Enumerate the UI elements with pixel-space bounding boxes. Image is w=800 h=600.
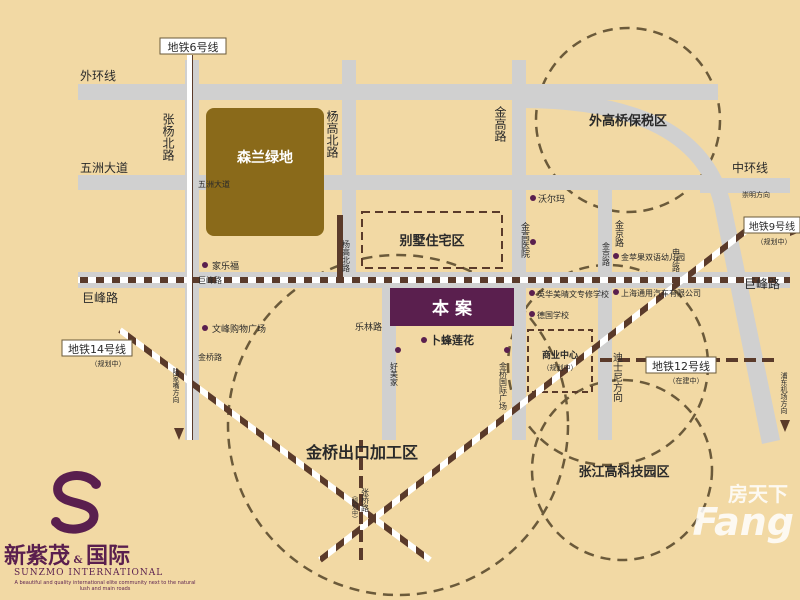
label-line14-note: （规划中） <box>91 359 126 368</box>
station-wuzhou: 五洲大道 <box>198 179 230 189</box>
station-jinjing: 金京路 <box>602 241 611 266</box>
brand-logo: 新紫茂 & 国际 SUNZMO INTERNATIONAL A beautifu… <box>4 470 204 595</box>
poi-yinghua: 英华美晴文专修学校 <box>537 289 609 299</box>
poi-jinping: 金苹果双语幼儿园 <box>621 252 685 262</box>
station-jinqiao: 金桥路 <box>198 352 222 362</box>
road-jufeng-right-label: 巨峰路 <box>744 276 780 291</box>
poi-jiale: 家乐福 <box>212 260 239 272</box>
commerce-note: （规划中） <box>543 363 578 372</box>
zhangjiang-circle <box>530 378 714 562</box>
station-zhangqiao-note: （规划中） <box>351 492 358 522</box>
project-label: 本 案 <box>432 298 473 319</box>
road-middle-ring <box>520 92 780 444</box>
label-line6: 地铁6号线 <box>168 40 219 54</box>
road-yanggao <box>342 60 356 282</box>
poi-dots <box>202 195 619 353</box>
poi-shanghai-auto: 上海通用汽车有限公司 <box>621 288 701 298</box>
label-line12: 地铁12号线 <box>652 359 710 373</box>
arrow-lujiazui <box>174 428 184 440</box>
brand-name-cn: 新紫茂 & 国际 <box>4 543 131 569</box>
road-yanggao-label: 杨高北路 <box>325 109 339 159</box>
road-outer-ring-label: 外环线 <box>80 69 116 83</box>
rail-line9 <box>318 217 762 563</box>
rail-line14 <box>118 327 432 563</box>
rail-lines <box>78 55 790 563</box>
label-line14: 地铁14号线 <box>68 342 126 356</box>
villa-block <box>361 211 503 269</box>
station-jufeng: 巨峰路 <box>198 275 222 285</box>
commerce-label: 商业中心 <box>542 349 578 361</box>
forest-block <box>206 108 324 236</box>
poi-walmart: 沃尔玛 <box>538 193 565 205</box>
road-labels: 外环线 五洲大道 巨峰路 巨峰路 中环线 崇明方向 张杨北路 杨高北路 金高路 … <box>80 69 788 414</box>
poi-jinqiao-plaza: 金桥国际广场 <box>499 361 508 411</box>
area-labels: 森兰绿地 别墅住宅区 本 案 外高桥保税区 金桥出口加工区 张江高科技园区 商业… <box>237 113 670 480</box>
road-jinjing <box>598 190 612 440</box>
watermark-cn: 房天下 <box>728 482 788 506</box>
label-line12-note: （在建中） <box>669 376 704 385</box>
brand-tagline: A beautiful and quality international el… <box>14 580 196 592</box>
project-block <box>390 288 514 326</box>
roads <box>78 60 790 444</box>
jinqiao-export-label: 金桥出口加工区 <box>305 443 418 462</box>
road-zhangyang-label: 张杨北路 <box>161 113 175 162</box>
poi-jingao-hospital: 金高医院 <box>519 221 530 259</box>
poi-german-school: 德国学校 <box>537 310 569 320</box>
poi-labels: 沃尔玛 家乐福 文峰购物广场 金高医院 英华美晴文专修学校 德国学校 金苹果双语… <box>212 193 701 411</box>
logo-emblem <box>51 471 101 534</box>
road-jingao-label: 金高路 <box>493 105 507 143</box>
villa-label: 别墅住宅区 <box>398 233 464 249</box>
road-wuzhou <box>78 175 718 190</box>
brand-name-en: SUNZMO INTERNATIONAL <box>14 568 164 578</box>
arrow-airport <box>780 420 790 432</box>
label-line9: 地铁9号线 <box>749 220 795 233</box>
waigaoqiao-circle <box>534 26 722 214</box>
forest-label: 森兰绿地 <box>237 149 293 166</box>
road-jufeng-label: 巨峰路 <box>82 290 118 305</box>
commerce-block <box>527 329 593 393</box>
road-lujiazui-label: 陆家嘴方向 <box>172 367 180 403</box>
road-outer-ring <box>78 84 718 100</box>
road-dishi-label: 迪士尼方向 <box>611 352 623 402</box>
road-middle-ring-east <box>700 178 790 193</box>
poi-haomeijia: 好美家 <box>390 361 399 386</box>
road-airport-label: 浦东机场方向 <box>780 371 788 414</box>
road-jingao <box>512 60 526 440</box>
station-shenjiang: 申江路 <box>672 247 681 272</box>
label-line9-note: （规划中） <box>757 237 792 246</box>
road-chongming-label: 崇明方向 <box>742 190 770 199</box>
poi-wenfeng: 文峰购物广场 <box>212 323 266 335</box>
metro-badges: 地铁6号线 地铁9号线 （规划中） 地铁14号线 （规划中） 地铁12号线 （在… <box>61 37 800 385</box>
jinqiao-circle <box>226 253 570 597</box>
zhangjiang-label: 张江高科技园区 <box>578 464 669 480</box>
station-yanggao: 杨高北路 <box>342 239 351 272</box>
road-middle-ring-label: 中环线 <box>732 160 768 175</box>
road-wuzhou-label: 五洲大道 <box>80 161 128 175</box>
poi-bufeng: 卜蜂莲花 <box>430 333 474 347</box>
road-jinjing-label: 金京路 <box>613 219 624 248</box>
station-zhangqiao: 张桥路 <box>361 488 370 512</box>
fang-watermark: 房天下 Fang <box>679 478 795 548</box>
watermark-en: Fang <box>692 500 795 544</box>
station-labels: 五洲大道 巨峰路 金桥路 杨高北路 金京路 申江路 张桥路 （规划中） <box>198 179 681 522</box>
waigaoqiao-label: 外高桥保税区 <box>588 113 667 129</box>
road-leyin-label: 乐林路 <box>355 321 382 333</box>
